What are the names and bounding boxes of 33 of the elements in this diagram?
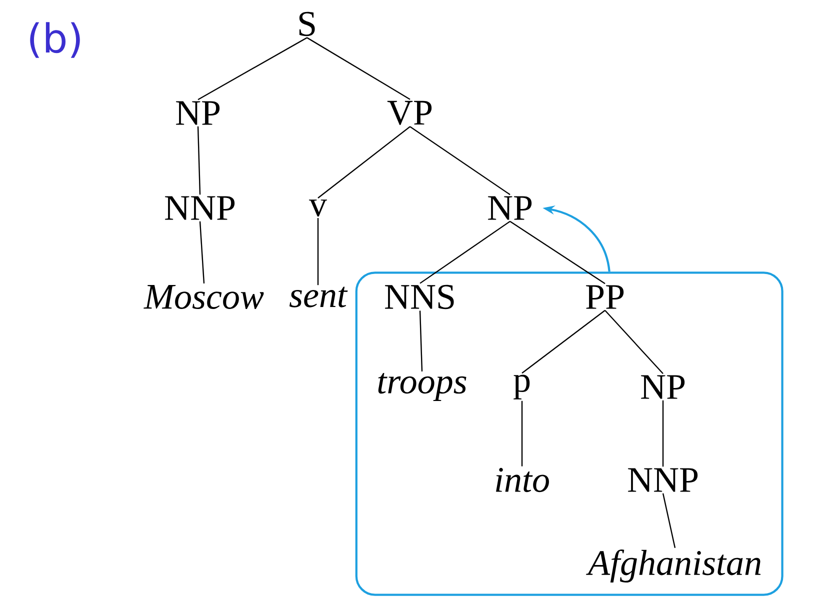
tree-branch [317, 218, 319, 286]
tree-branch [522, 310, 606, 374]
word-label: sent [289, 286, 348, 308]
category-label: VP [387, 100, 432, 126]
panel-label: (b) [30, 22, 80, 58]
tree-branch [197, 126, 201, 195]
category-label: NP [176, 101, 220, 125]
tree-branch [420, 220, 510, 284]
tree-branch [521, 400, 523, 466]
tree-branch [419, 310, 423, 372]
category-label: v [309, 200, 327, 216]
word-label: Moscow [144, 285, 264, 309]
word-label: Afghanistan [586, 550, 761, 583]
tree-branch [662, 400, 664, 467]
tree-branch [604, 310, 664, 374]
category-label: PP [586, 285, 624, 309]
category-label: p [514, 374, 530, 400]
tree-branch [306, 37, 410, 100]
category-label: NNP [165, 196, 235, 220]
category-label: S [299, 12, 315, 36]
tree-branch [510, 220, 606, 284]
category-label: NNS [385, 284, 454, 310]
tree-branch [662, 493, 676, 548]
word-label: troops [378, 373, 466, 401]
tree-branch [199, 221, 205, 284]
tree-branch [410, 126, 510, 196]
category-label: NP [488, 196, 532, 220]
word-label: into [496, 468, 549, 492]
category-label: NNP [628, 468, 698, 492]
hand-drawn-box [355, 272, 784, 596]
category-label: NP [641, 375, 685, 399]
tree-branch [318, 126, 410, 198]
tree-branch [198, 37, 308, 100]
